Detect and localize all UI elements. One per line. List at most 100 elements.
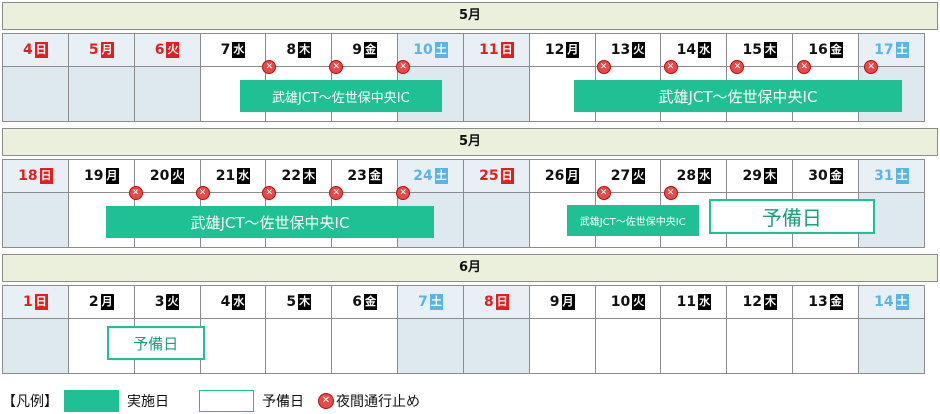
day-number: 5	[88, 42, 99, 58]
day-number: 25	[479, 168, 499, 184]
weekday-badge: 木	[763, 294, 777, 310]
weekday-badge: 月	[561, 294, 575, 310]
day-number: 9	[549, 294, 560, 310]
schedule-row	[2, 66, 938, 122]
day-number: 15	[742, 42, 762, 58]
schedule-cell	[397, 318, 464, 374]
weekday-badge: 火	[166, 42, 180, 58]
day-number: 7	[418, 294, 428, 310]
night-closure-icon: ✕	[596, 186, 611, 200]
schedule-cell	[462, 66, 530, 122]
schedule-cell	[462, 192, 530, 248]
day-number: 22	[281, 168, 302, 184]
day-number: 13	[808, 294, 828, 310]
day-number: 21	[215, 168, 236, 184]
day-number: 9	[352, 42, 363, 58]
night-closure-icon: ✕	[797, 60, 812, 74]
schedule-cell	[67, 66, 135, 122]
schedule-cell	[2, 318, 69, 374]
weekday-badge: 土	[895, 168, 909, 184]
weekday-badge: 木	[763, 168, 777, 184]
night-closure-icon: ✕	[596, 60, 611, 74]
schedule-cell	[331, 318, 399, 374]
day-number: 23	[347, 168, 367, 184]
day-number: 16	[808, 42, 828, 58]
weekday-badge: 金	[364, 42, 378, 58]
month-header: 6月	[2, 254, 938, 282]
schedule-cell	[528, 318, 596, 374]
day-number: 14	[874, 294, 894, 310]
month-header: 5月	[2, 128, 938, 156]
weekday-badge: 水	[698, 42, 712, 58]
day-number: 8	[483, 294, 494, 310]
reserve-day-box: 予備日	[106, 326, 205, 360]
day-number: 11	[479, 42, 499, 58]
schedule-cell	[726, 318, 794, 374]
schedule-cell	[199, 318, 267, 374]
day-number: 7	[220, 42, 231, 58]
legend-title: 【凡例】	[2, 394, 58, 410]
weekday-badge: 月	[100, 294, 114, 310]
legend-reserve-label: 予備日	[262, 394, 304, 410]
night-closure-icon: ✕	[128, 186, 143, 200]
day-number: 4	[23, 42, 33, 58]
weekday-badge: 水	[237, 168, 251, 184]
weekday-badge: 木	[763, 42, 777, 58]
day-number: 30	[808, 168, 828, 184]
implementation-bar: 武雄JCT～佐世保中央IC	[573, 80, 903, 112]
schedule-cell	[2, 192, 69, 248]
schedule-row	[2, 318, 938, 374]
weekday-badge: 火	[632, 294, 646, 310]
weekday-badge: 木	[298, 294, 312, 310]
weekday-badge: 金	[829, 42, 843, 58]
day-number: 5	[286, 294, 297, 310]
weekday-badge: 土	[434, 42, 448, 58]
day-number: 18	[18, 168, 38, 184]
weekday-badge: 月	[566, 42, 580, 58]
day-number: 24	[413, 168, 433, 184]
day-number: 6	[154, 42, 165, 58]
implementation-bar: 武雄JCT～佐世保中央IC	[239, 80, 443, 112]
weekday-badge: 火	[632, 168, 646, 184]
month-header: 5月	[2, 2, 938, 30]
weekday-badge: 日	[34, 294, 48, 310]
day-number: 4	[220, 294, 231, 310]
schedule-cell	[660, 318, 728, 374]
weekday-badge: 日	[500, 168, 514, 184]
day-number: 6	[352, 294, 363, 310]
weekday-badge: 木	[303, 168, 317, 184]
weekday-badge: 土	[895, 42, 909, 58]
weekday-badge: 土	[429, 294, 443, 310]
day-number: 26	[544, 168, 565, 184]
day-number: 27	[610, 168, 631, 184]
legend-impl-swatch	[64, 390, 119, 412]
weekday-badge: 金	[829, 168, 843, 184]
implementation-bar: 武雄JCT～佐世保中央IC	[105, 206, 435, 238]
night-closure-icon: ✕	[396, 60, 411, 74]
night-closure-icon: ✕	[663, 186, 678, 200]
night-closure-icon: ✕	[195, 186, 210, 200]
weekday-badge: 金	[364, 294, 378, 310]
weekday-badge: 日	[500, 42, 514, 58]
weekday-badge: 火	[632, 42, 646, 58]
weekday-badge: 火	[171, 168, 185, 184]
